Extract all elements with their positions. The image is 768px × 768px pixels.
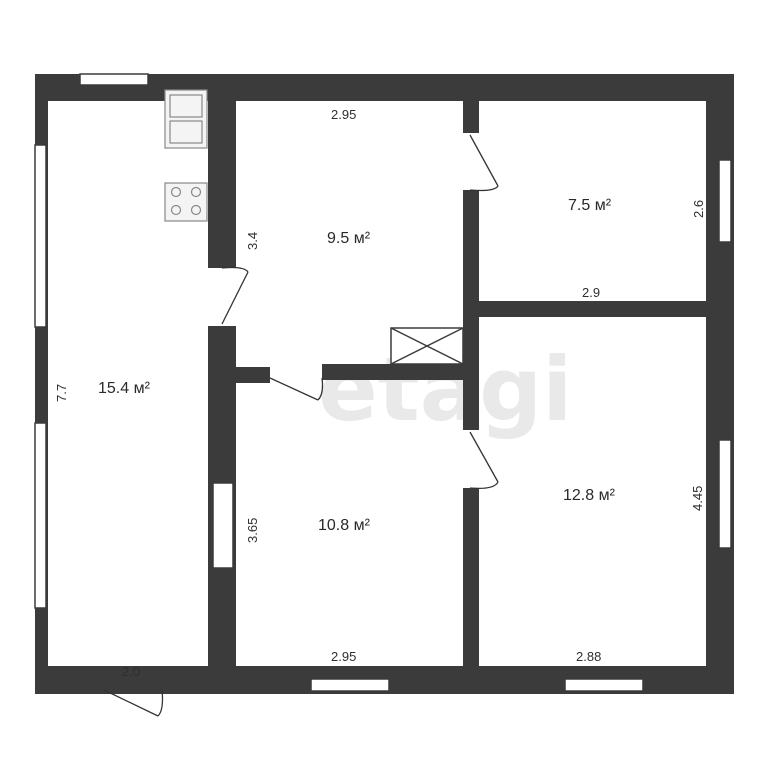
window-left-upper (34, 144, 47, 328)
wall-center-upper (463, 95, 479, 133)
burner-3 (170, 204, 182, 216)
outer-wall-top (35, 74, 734, 101)
dim-top-right-height: 2.6 (691, 200, 706, 218)
burner-2 (190, 186, 202, 198)
window-right-upper (718, 159, 732, 243)
area-label-top-right: 7.5 м² (568, 197, 612, 214)
window-top-kitchen (79, 73, 149, 86)
area-label-bottom-middle: 10.8 м² (318, 517, 371, 534)
area-label-bottom-right: 12.8 м² (563, 487, 616, 504)
door-kitchen-arc (221, 266, 249, 273)
door-bottom-right-arc (469, 481, 499, 490)
window-bottom-middle (310, 678, 390, 692)
dim-bottom-right-width: 2.88 (576, 649, 601, 664)
sink-bowl-bottom (169, 120, 203, 144)
wall-mid-divider-right (322, 364, 467, 380)
door-entrance-arc (157, 689, 164, 717)
door-kitchen-leaf (221, 271, 249, 325)
area-label-top-middle: 9.5 м² (327, 230, 371, 247)
door-bottom-right-leaf (469, 431, 499, 483)
vent-shaft (390, 327, 464, 365)
wall-right-divider (479, 301, 709, 317)
window-right-lower (718, 439, 732, 549)
doors (103, 134, 499, 717)
dim-top-right-width: 2.9 (582, 285, 600, 300)
dim-top-middle-height: 3.4 (245, 232, 260, 250)
area-label-kitchen: 15.4 м² (98, 380, 151, 397)
stove (164, 182, 208, 222)
dim-bottom-middle-width: 2.95 (331, 649, 356, 664)
door-entrance-leaf (103, 689, 159, 717)
window-bottom-right (564, 678, 644, 692)
door-bottom-middle-arc (317, 377, 324, 401)
sink (164, 89, 208, 149)
dim-kitchen-height: 7.7 (54, 384, 69, 402)
dim-bottom-middle-height: 3.65 (245, 518, 260, 543)
wall-center-mid (463, 190, 479, 430)
window-left-lower (34, 422, 47, 609)
dim-top-middle-width: 2.95 (331, 107, 356, 122)
wall-kitchen-upper (208, 90, 236, 268)
door-bottom-middle-leaf (269, 377, 319, 401)
windows (34, 73, 732, 692)
vent-cross-2 (390, 327, 464, 365)
door-top-middle-arc (469, 185, 499, 192)
burner-4 (190, 204, 202, 216)
burner-1 (170, 186, 182, 198)
wall-mid-divider-left (208, 367, 270, 383)
wall-center-lower (463, 488, 479, 678)
door-top-middle-leaf (469, 134, 499, 187)
window-inner-bottom-middle (212, 482, 234, 569)
dim-kitchen-door-width: 2.0 (122, 664, 140, 679)
dim-bottom-right-height: 4.45 (690, 486, 705, 511)
sink-bowl-top (169, 94, 203, 118)
kitchen-fixtures (164, 89, 208, 222)
